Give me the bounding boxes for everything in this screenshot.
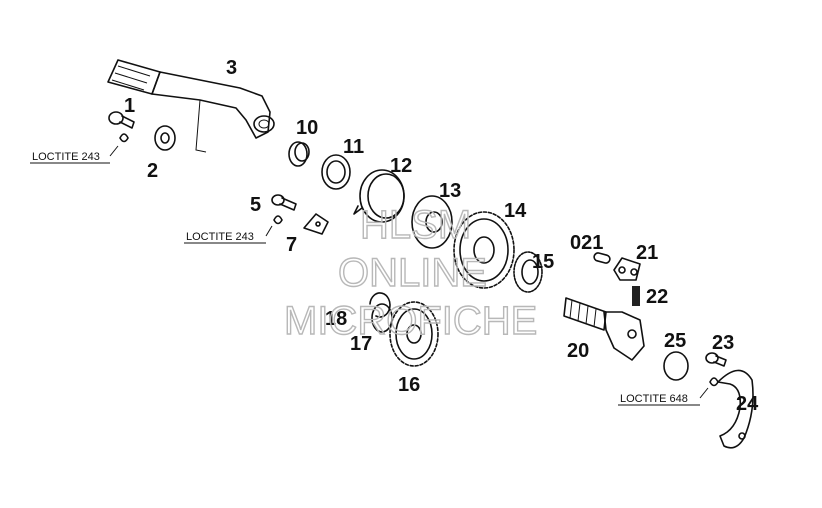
circlip-part-18 [369,292,391,318]
loctite-note-5: LOCTITE 243 [186,231,254,243]
gear-part-14 [453,211,515,289]
label-part-13: 13 [439,180,461,202]
label-part-12: 12 [390,155,412,177]
watermark-line-3: MICROFICHE [284,299,537,343]
gear-part-16 [389,301,439,367]
label-part-14: 14 [504,200,527,222]
label-part-11: 11 [343,136,364,158]
label-part-3: 3 [226,57,237,79]
label-part-7: 7 [286,234,297,256]
ring-part-11 [321,154,351,190]
shaft-part-20 [563,297,645,361]
watermark: HLSM ONLINE MICROFICHE [283,202,538,343]
label-part-17: 17 [350,333,372,355]
label-part-18: 18 [325,308,347,330]
loctite-note-1: LOCTITE 243 [32,151,100,163]
spring-part-22 [632,286,640,306]
label-part-24: 24 [736,393,759,415]
loctite-notes: LOCTITE 243 LOCTITE 243 LOCTITE 648 [30,151,700,406]
o-ring-part-25 [663,351,689,381]
label-part-021: 021 [570,232,603,254]
label-part-2: 2 [147,160,158,182]
bearing-part-15 [513,251,543,293]
label-part-1: 1 [124,95,135,117]
spring-part-12 [353,169,405,223]
bushing-part-10 [288,141,310,167]
watermark-line-1: HLSM [360,203,471,247]
label-part-23: 23 [712,332,734,354]
link-part-21 [613,257,641,281]
loctite-note-23: LOCTITE 648 [620,393,688,405]
pin-part-021 [593,252,611,264]
label-part-15: 15 [532,251,554,273]
label-part-25: 25 [664,330,686,352]
label-part-21: 21 [636,242,658,264]
leader-lines [109,145,709,399]
label-part-16: 16 [398,374,420,396]
bracket-part-7 [303,213,329,235]
label-part-5: 5 [250,194,261,216]
watermark-line-2: ONLINE [338,251,487,295]
part-labels: 1 2 3 5 7 10 11 12 13 14 15 16 17 18 20 … [124,57,759,415]
label-part-10: 10 [296,117,318,139]
kick-lever-part [107,59,275,153]
guide-plate-part-24 [717,369,754,449]
washer-part-17 [371,303,393,333]
washer-part-2 [154,125,176,151]
label-part-22: 22 [646,286,668,308]
washer-part-13 [411,195,453,249]
label-part-20: 20 [567,340,589,362]
screw-part-5 [271,194,297,225]
screw-part-23 [705,352,727,387]
screw-part-1 [108,111,135,143]
